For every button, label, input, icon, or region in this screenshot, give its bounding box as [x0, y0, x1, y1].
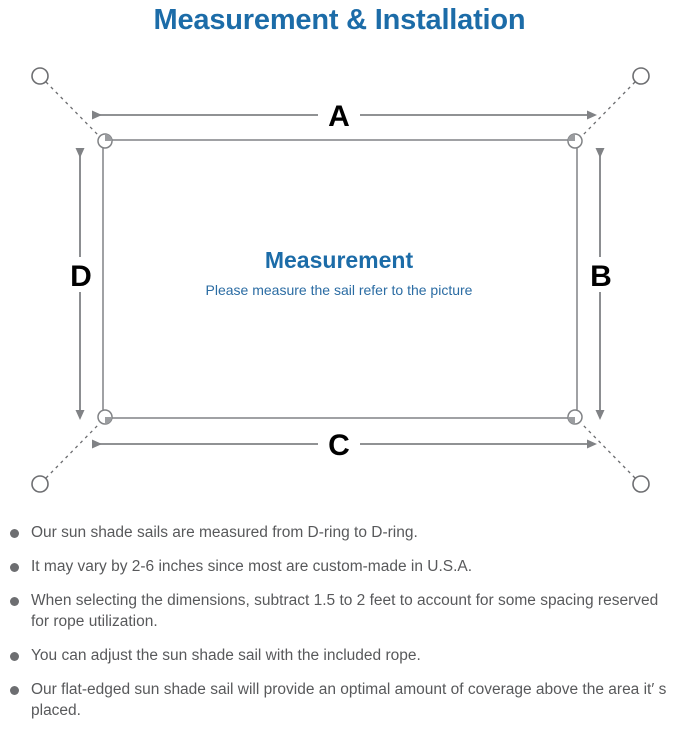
- d-ring-fill-bottom-right: [568, 417, 575, 424]
- anchor-points: [31, 67, 650, 493]
- bullet-icon: [10, 597, 19, 606]
- rope-line-top-right: [581, 81, 636, 137]
- anchor-ring-top-left: [31, 67, 49, 85]
- list-item: Our flat-edged sun shade sail will provi…: [0, 679, 679, 721]
- sail-rectangle: [102, 139, 578, 419]
- d-ring-fill-bottom-left: [105, 417, 112, 424]
- anchor-ring-bottom-left: [31, 475, 49, 493]
- rope-line-bottom-right: [581, 423, 636, 479]
- note-text: When selecting the dimensions, subtract …: [31, 592, 659, 630]
- d-ring-shading: [105, 134, 575, 424]
- list-item: It may vary by 2-6 inches since most are…: [0, 556, 679, 577]
- dimension-label-c: C: [328, 429, 350, 462]
- page-title: Measurement & Installation: [153, 4, 526, 36]
- note-text: It may vary by 2-6 inches since most are…: [31, 558, 473, 575]
- bullet-icon: [10, 563, 19, 572]
- list-item: You can adjust the sun shade sail with t…: [0, 645, 679, 666]
- bullet-icon: [10, 686, 19, 695]
- rope-line-bottom-left: [45, 423, 100, 479]
- rope-line-top-left: [45, 81, 100, 137]
- note-text: Our sun shade sails are measured from D-…: [31, 524, 418, 541]
- d-ring-fill-top-left: [105, 134, 112, 141]
- anchor-ring-bottom-right: [632, 475, 650, 493]
- anchor-ring-top-right: [632, 67, 650, 85]
- list-item: Our sun shade sails are measured from D-…: [0, 522, 679, 543]
- diagram-svg: A C D B Measurement Please measure the s…: [31, 67, 650, 493]
- dimension-label-a: A: [328, 100, 350, 133]
- bullet-icon: [10, 529, 19, 538]
- sail-measurement-diagram: A C D B Measurement Please measure the s…: [0, 44, 679, 514]
- bullet-icon: [10, 652, 19, 661]
- dimension-label-d: D: [70, 260, 92, 293]
- dimension-label-b: B: [590, 260, 612, 293]
- dimension-arrows: [75, 110, 605, 449]
- diagram-center-heading: Measurement: [265, 247, 414, 273]
- rope-lines: [45, 81, 636, 479]
- diagram-center-subtext: Please measure the sail refer to the pic…: [206, 282, 473, 298]
- note-text: You can adjust the sun shade sail with t…: [31, 647, 421, 664]
- list-item: When selecting the dimensions, subtract …: [0, 590, 679, 632]
- notes-list: Our sun shade sails are measured from D-…: [0, 522, 679, 734]
- note-text: Our flat-edged sun shade sail will provi…: [31, 681, 667, 719]
- d-ring-fill-top-right: [568, 134, 575, 141]
